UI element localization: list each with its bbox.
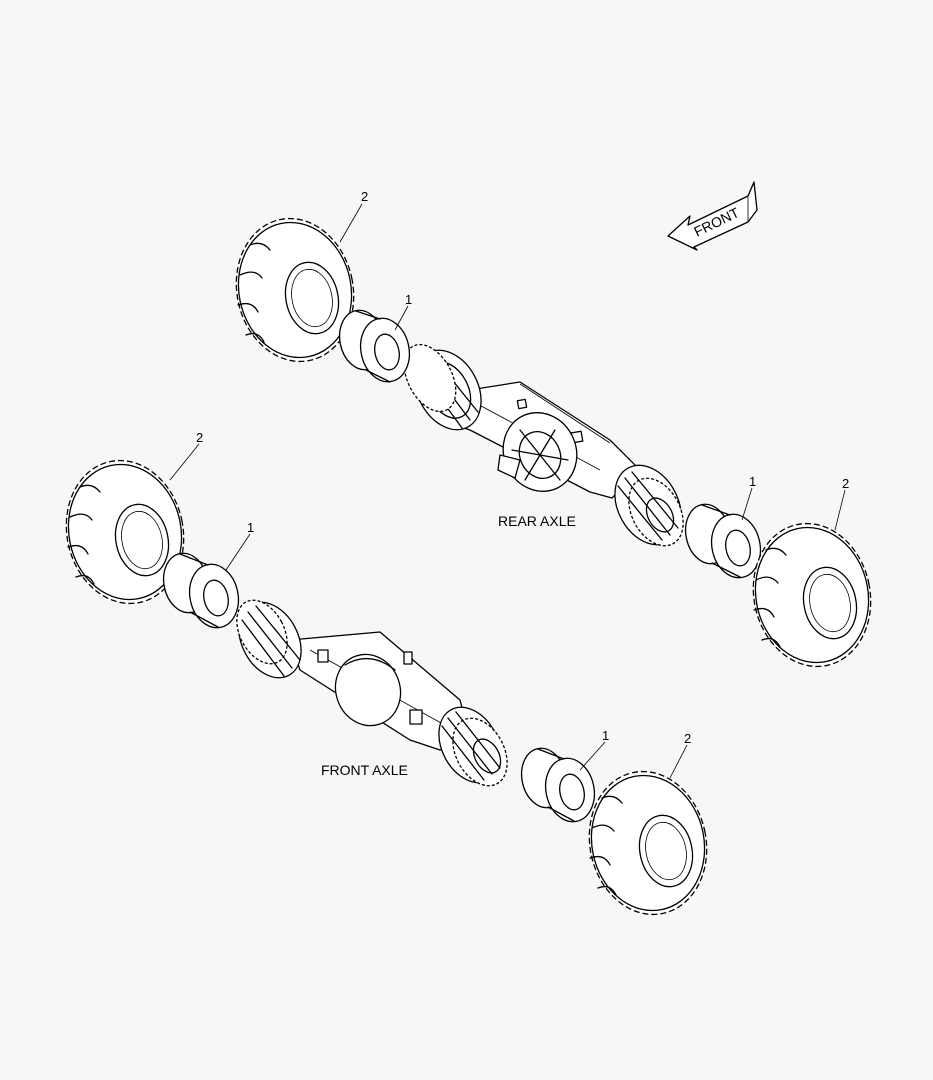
callout-number: 2 [684,731,691,746]
callout-number: 1 [247,520,254,535]
callout-leaders [169,203,846,779]
callout-number: 2 [196,430,203,445]
callout-number: 1 [602,728,609,743]
callout-number: 1 [749,474,756,489]
front-axle-label: FRONT AXLE [321,762,408,778]
callout-number: 2 [361,189,368,204]
rear-right-tire [752,522,872,668]
front-left-rim [162,552,240,629]
rear-left-tire [235,217,355,363]
rear-left-rim [338,309,411,383]
rear-axle-assembly [403,343,684,547]
front-left-tire [65,459,185,605]
front-right-rim [520,747,596,823]
front-right-tire [588,770,708,916]
callout-number: 2 [842,476,849,491]
rear-right-rim [684,503,762,579]
callout-number: 1 [405,292,412,307]
front-axle-assembly [236,599,508,787]
rear-axle-label: REAR AXLE [498,513,576,529]
front-direction-arrow: FRONT [667,181,758,251]
